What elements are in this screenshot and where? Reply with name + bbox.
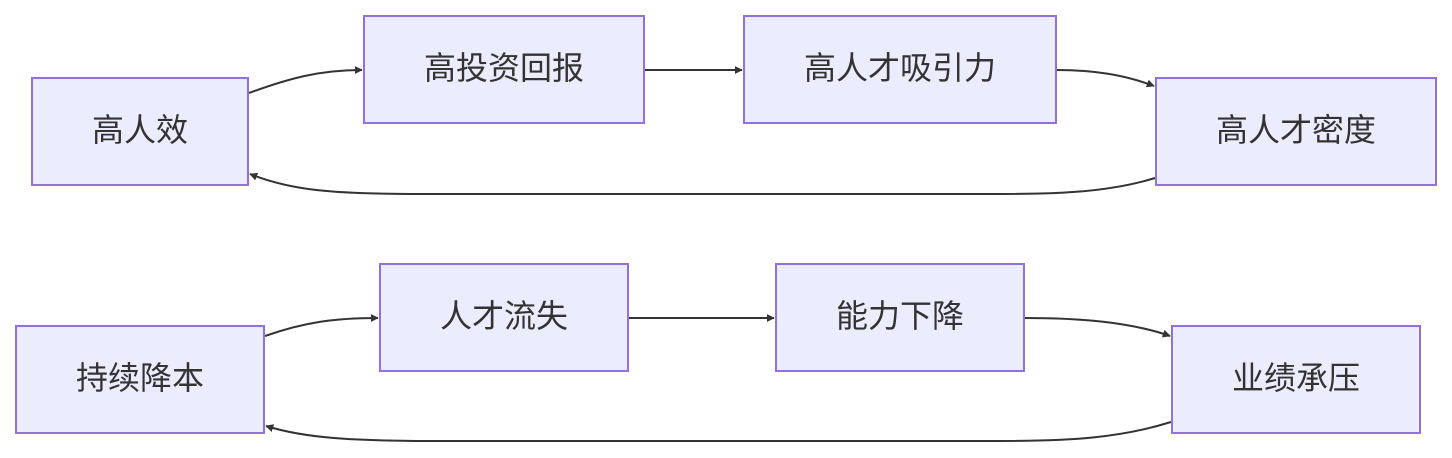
node-cost-cutting[interactable]: 持续降本 <box>15 325 265 434</box>
node-cost-cutting-label: 持续降本 <box>76 359 204 397</box>
node-performance-pressure-box <box>1171 325 1421 434</box>
edge-high-attraction-to-high-density <box>1056 69 1155 88</box>
edge-high-density-to-high-efficiency <box>249 172 1156 195</box>
node-high-roi-box <box>363 15 645 124</box>
node-high-density[interactable]: 高人才密度 <box>1155 77 1437 186</box>
node-high-density-label: 高人才密度 <box>1216 111 1376 149</box>
node-talent-loss-label: 人才流失 <box>440 297 568 335</box>
node-talent-loss-box <box>379 263 629 372</box>
node-high-efficiency-label: 高人效 <box>92 111 188 149</box>
node-high-density-box <box>1155 77 1437 186</box>
edge-high-efficiency-to-high-roi <box>248 66 363 94</box>
node-high-attraction-box <box>743 15 1057 124</box>
negative-cycle: 持续降本 人才流失 能力下降 业绩承压 <box>15 263 1421 442</box>
node-high-attraction[interactable]: 高人才吸引力 <box>743 15 1057 124</box>
positive-cycle: 高人效 高投资回报 高人才吸引力 高人才密度 <box>31 15 1437 195</box>
node-high-efficiency[interactable]: 高人效 <box>31 77 249 186</box>
node-capability-decline-box <box>775 263 1025 372</box>
node-performance-pressure[interactable]: 业绩承压 <box>1171 325 1421 434</box>
edge-performance-pressure-to-cost-cutting <box>265 421 1172 442</box>
node-high-efficiency-box <box>31 77 249 186</box>
node-high-roi-label: 高投资回报 <box>424 49 584 87</box>
node-capability-decline-label: 能力下降 <box>836 297 964 335</box>
node-talent-loss[interactable]: 人才流失 <box>379 263 629 372</box>
edge-capability-decline-to-performance-pressure <box>1024 317 1171 338</box>
node-high-attraction-label: 高人才吸引力 <box>804 49 996 87</box>
node-high-roi[interactable]: 高投资回报 <box>363 15 645 124</box>
node-performance-pressure-label: 业绩承压 <box>1232 359 1360 397</box>
node-capability-decline[interactable]: 能力下降 <box>775 263 1025 372</box>
edge-cost-cutting-to-talent-loss <box>264 314 379 337</box>
node-cost-cutting-box <box>15 325 265 434</box>
